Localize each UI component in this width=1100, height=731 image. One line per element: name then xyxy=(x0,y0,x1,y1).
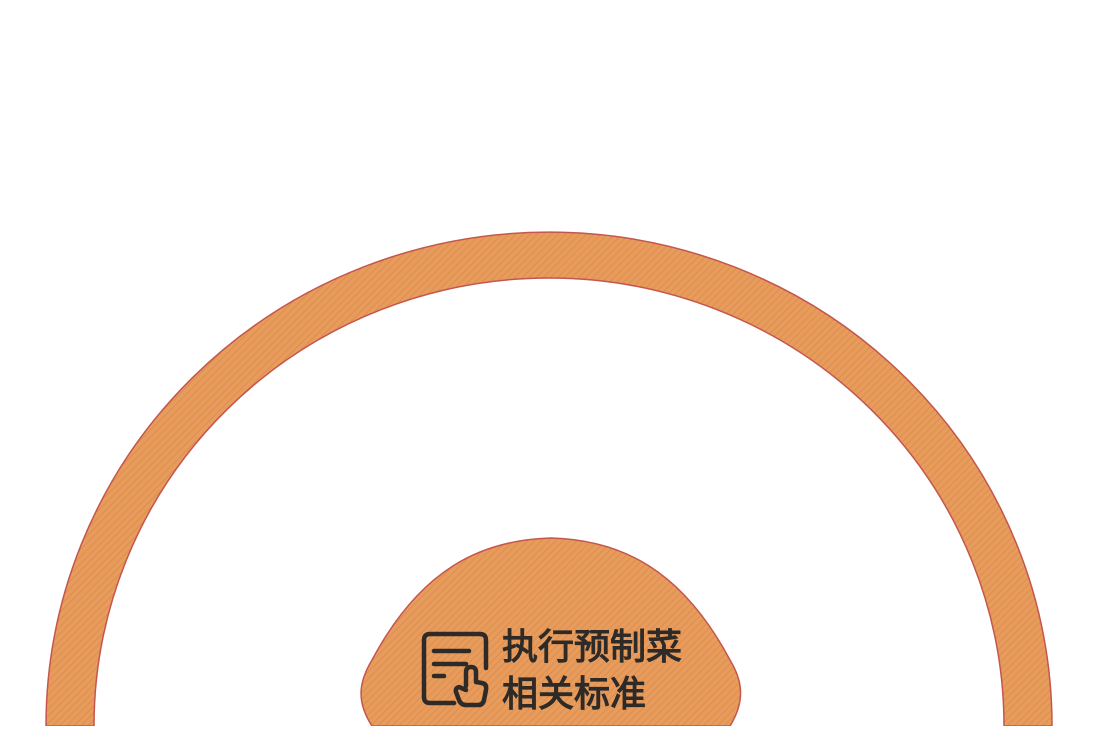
center-dome xyxy=(360,537,742,727)
center-label-line-2: 相关标准 xyxy=(502,674,646,715)
outer-arc-ring xyxy=(45,231,1053,727)
document-tap-icon xyxy=(421,631,489,708)
center-label-line-1: 执行预制菜 xyxy=(502,627,682,668)
